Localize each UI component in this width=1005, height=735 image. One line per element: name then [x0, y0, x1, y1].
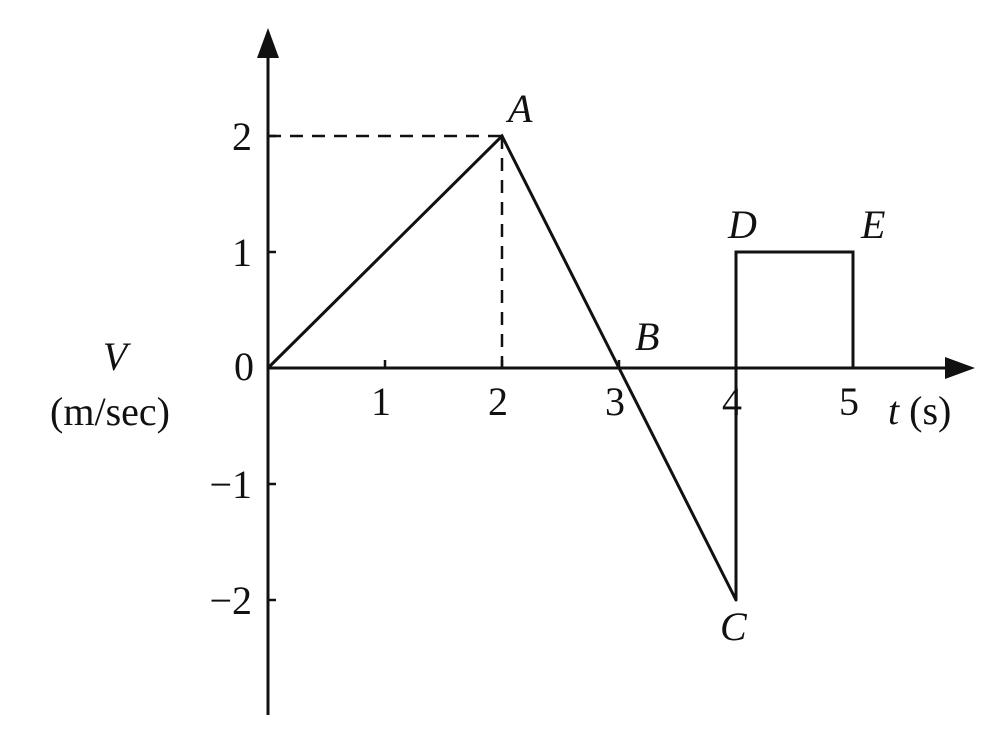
y-tick-label: −1 [209, 462, 252, 507]
curve-vertex [266, 366, 270, 370]
y-axis-var: V [103, 334, 132, 379]
point-label-a: A [505, 86, 533, 131]
x-axis-var: t [888, 388, 900, 433]
x-axis-title: t(s) [888, 388, 951, 433]
velocity-curve [266, 133, 855, 601]
y-tick-label: 1 [232, 230, 252, 275]
x-tick-label: 2 [488, 379, 508, 424]
curve-vertex [500, 134, 504, 138]
point-label-b: B [635, 314, 659, 359]
y-tick-label: −2 [209, 578, 252, 623]
x-tick-label: 5 [839, 379, 859, 424]
x-tick-label: 3 [605, 379, 625, 424]
x-tick-label: 4 [722, 379, 742, 424]
x-axis-unit: (s) [909, 388, 951, 433]
point-label-d: D [727, 202, 757, 247]
point-label-e: E [860, 202, 885, 247]
curve-vertex [734, 250, 738, 254]
point-label-c: C [720, 604, 748, 649]
curve-vertex [851, 250, 855, 254]
curve-vertex [734, 598, 738, 602]
x-tick-label: 1 [371, 379, 391, 424]
x-axis-arrow [945, 357, 975, 379]
origin-label: 0 [234, 344, 254, 389]
y-axis-unit: (m/sec) [50, 389, 170, 434]
y-tick-label: 2 [232, 114, 252, 159]
y-axis-arrow [257, 28, 279, 58]
